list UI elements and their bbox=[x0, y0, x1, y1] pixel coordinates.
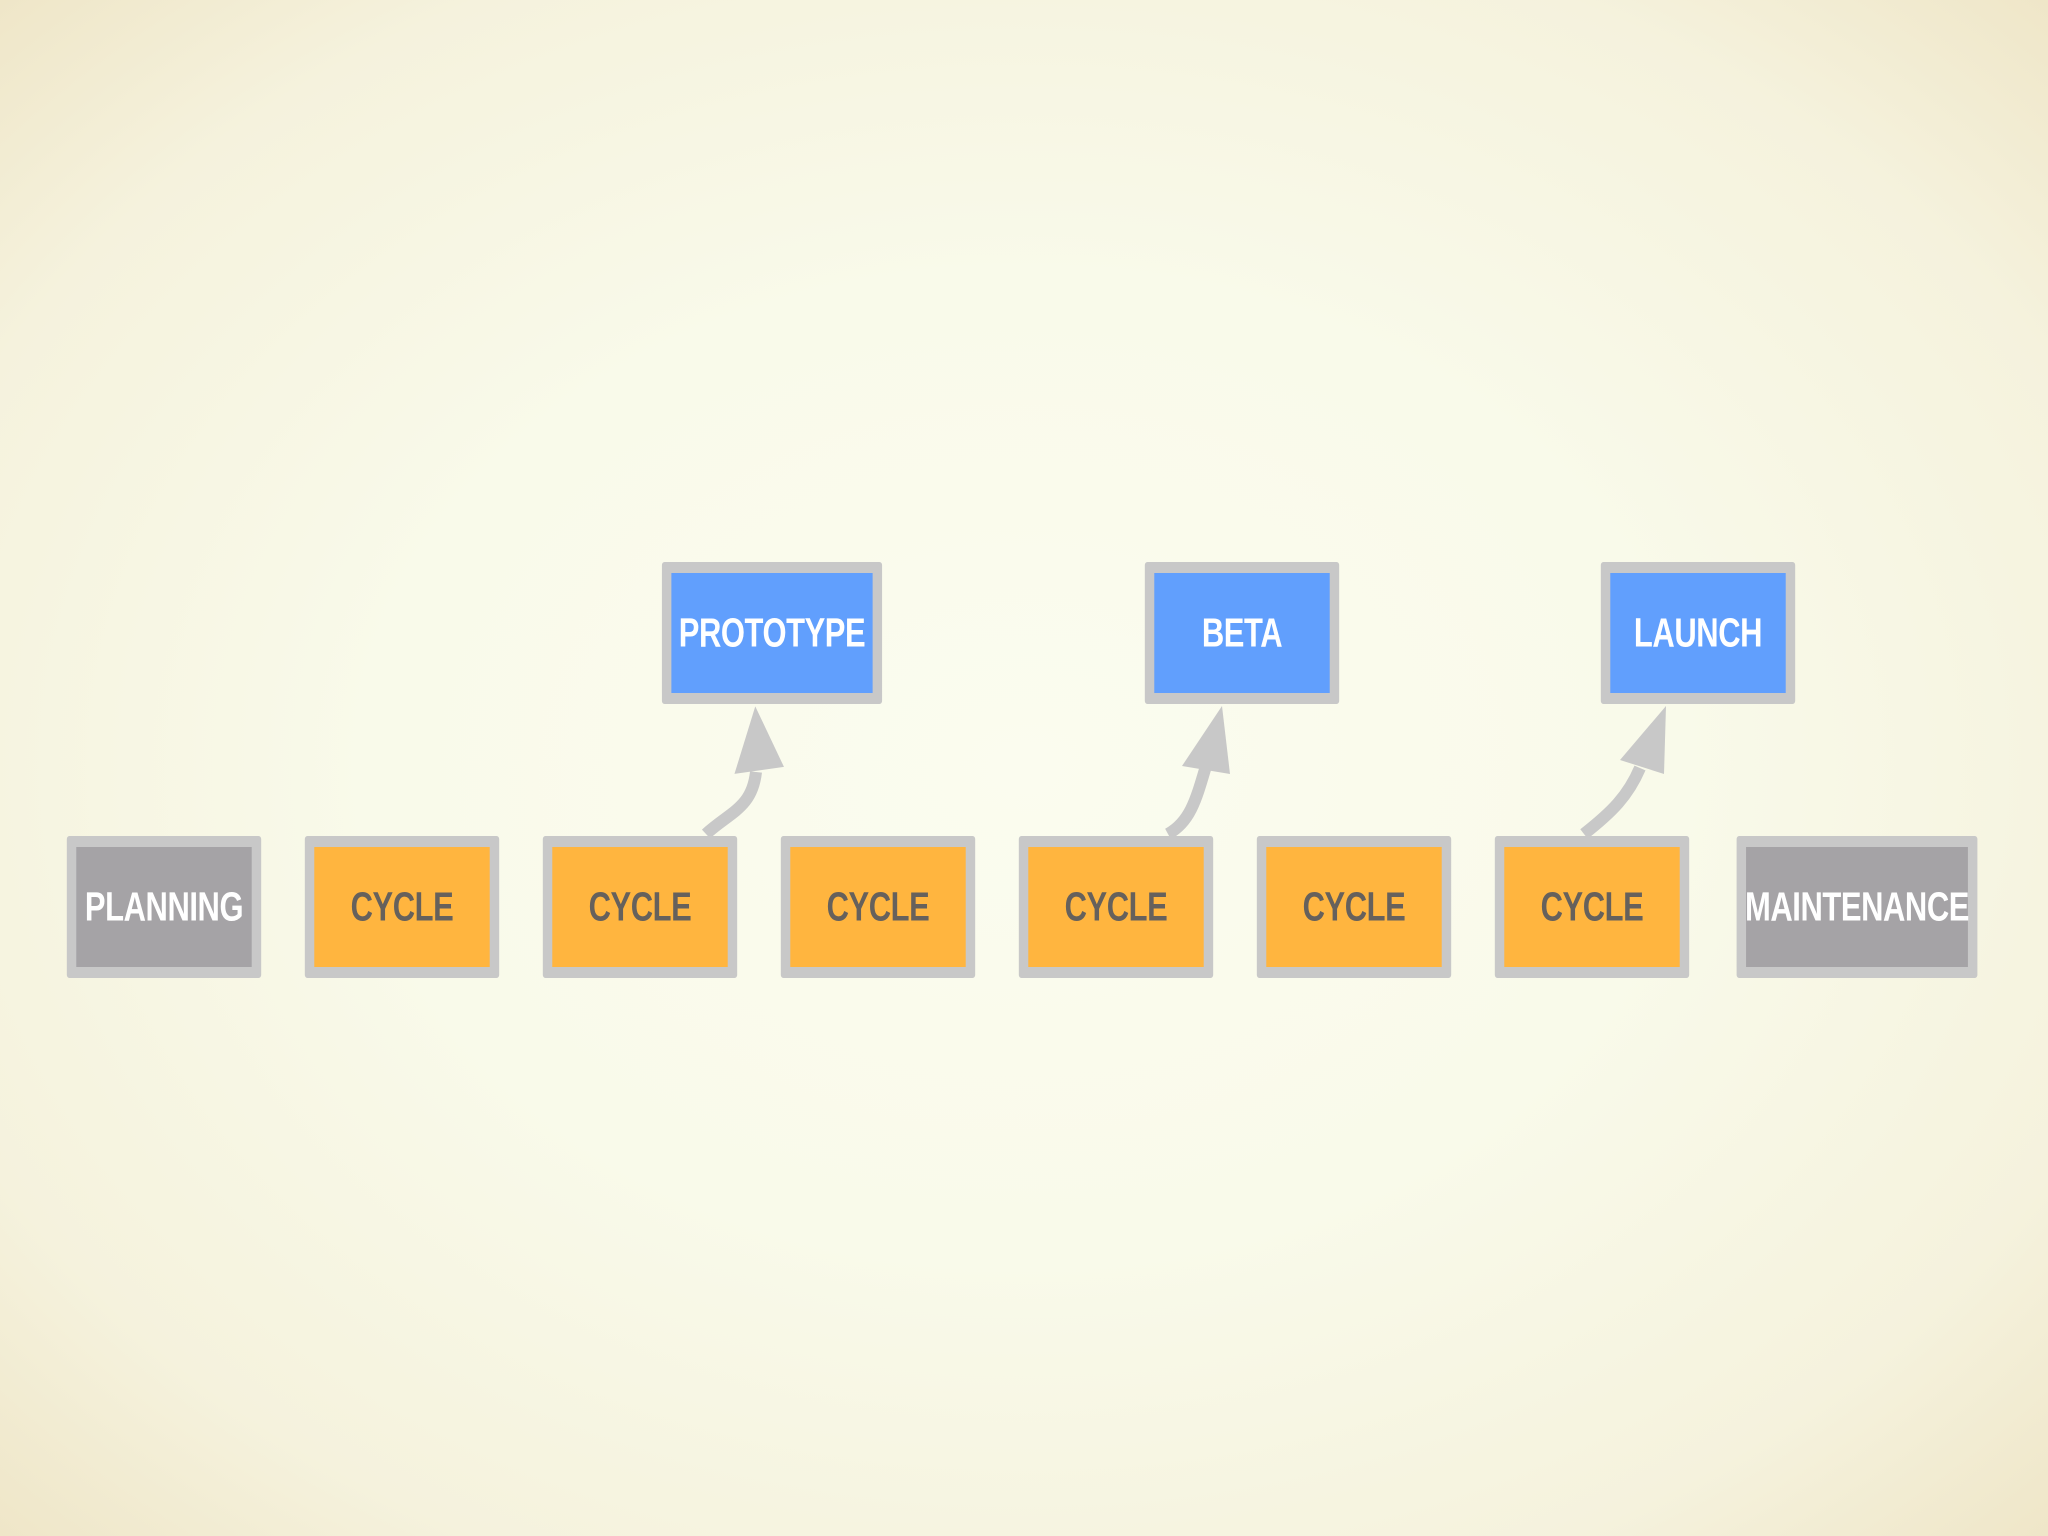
milestone-beta: BETA bbox=[1144, 562, 1340, 704]
phase-maintenance: MAINTENANCE bbox=[1736, 836, 1978, 978]
arrow-to-launch bbox=[1580, 706, 1666, 839]
phase-maintenance-label: MAINTENANCE bbox=[1744, 883, 1970, 930]
phase-cycle-5: CYCLE bbox=[1256, 836, 1452, 978]
milestone-beta-label: BETA bbox=[1201, 609, 1283, 656]
milestone-launch-label: LAUNCH bbox=[1633, 609, 1763, 656]
milestone-prototype: PROTOTYPE bbox=[661, 562, 883, 704]
phase-cycle-4-label: CYCLE bbox=[1064, 883, 1168, 930]
phase-cycle-1: CYCLE bbox=[304, 836, 500, 978]
phase-cycle-5-label: CYCLE bbox=[1302, 883, 1406, 930]
arrow-to-prototype bbox=[701, 706, 784, 839]
phase-cycle-4: CYCLE bbox=[1018, 836, 1214, 978]
phase-planning: PLANNING bbox=[66, 836, 262, 978]
phase-cycle-3-label: CYCLE bbox=[826, 883, 930, 930]
phase-cycle-6: CYCLE bbox=[1494, 836, 1690, 978]
milestone-prototype-label: PROTOTYPE bbox=[678, 609, 866, 656]
phase-cycle-6-label: CYCLE bbox=[1540, 883, 1644, 930]
milestone-launch: LAUNCH bbox=[1600, 562, 1796, 704]
arrow-to-beta bbox=[1164, 706, 1230, 840]
phase-cycle-1-label: CYCLE bbox=[350, 883, 454, 930]
phase-planning-label: PLANNING bbox=[84, 883, 244, 930]
phase-cycle-3: CYCLE bbox=[780, 836, 976, 978]
phase-cycle-2: CYCLE bbox=[542, 836, 738, 978]
phase-cycle-2-label: CYCLE bbox=[588, 883, 692, 930]
